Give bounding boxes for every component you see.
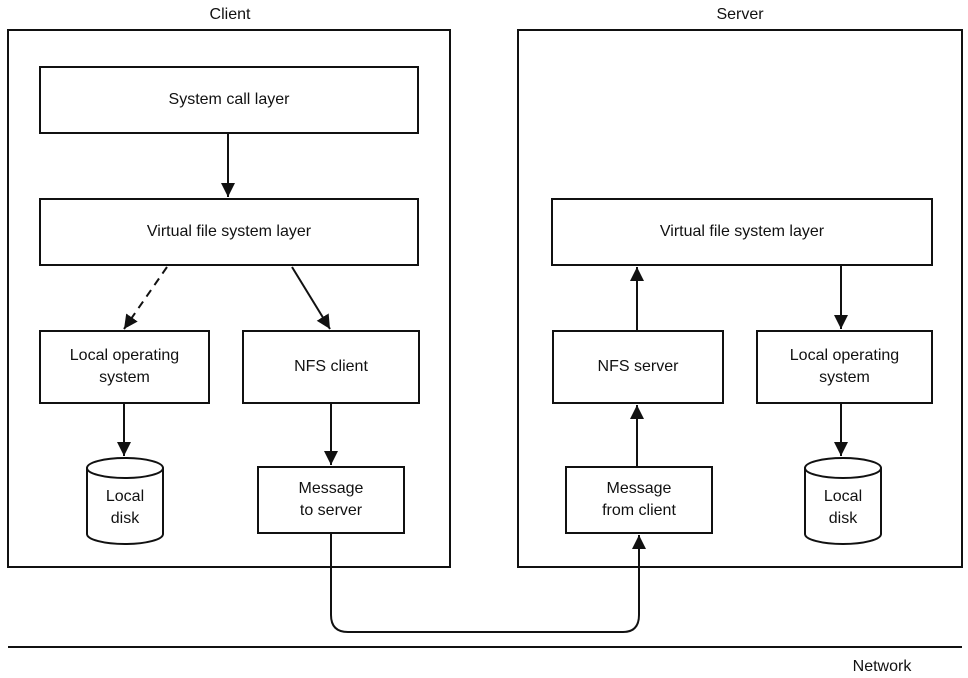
server-title: Server [716, 6, 764, 23]
server-vfs-layer-label: Virtual file system layer [659, 223, 825, 240]
message-to-server-label: Message to server [298, 480, 364, 519]
client-title: Client [209, 6, 251, 23]
arrow-vfs-to-nfs-client [291, 266, 331, 330]
client-local-disk-label: Local disk [105, 488, 145, 527]
client-system-call-layer-label: System call layer [168, 91, 290, 108]
nfs-server-label: NFS server [597, 358, 679, 375]
message-from-client-label: Message from client [602, 480, 676, 519]
client-vfs-layer-label: Virtual file system layer [146, 223, 312, 240]
server-vfs-layer-box [551, 198, 933, 266]
server-local-os-label: Local operating system [789, 347, 900, 386]
server-local-disk-label: Local disk [823, 488, 863, 527]
server-local-os-box [756, 330, 933, 404]
network-label: Network [852, 658, 912, 675]
network-message-path [330, 533, 646, 633]
client-local-disk [86, 457, 164, 545]
server-local-disk [804, 457, 882, 545]
server-box [517, 29, 963, 568]
nfs-client-label: NFS client [294, 358, 368, 375]
message-from-client-box [565, 466, 713, 534]
arrow-vfs-to-local-os-dashed [123, 266, 168, 330]
client-box [7, 29, 451, 568]
client-local-os-label: Local operating system [69, 347, 180, 386]
client-vfs-layer-box [39, 198, 419, 266]
